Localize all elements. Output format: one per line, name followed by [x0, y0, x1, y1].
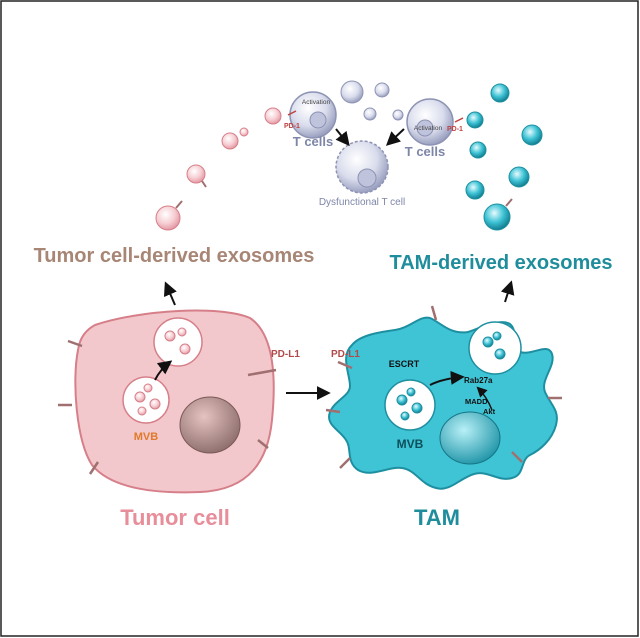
pd-l1-stalk — [88, 461, 100, 475]
pd1-right-label: PD-1 — [447, 126, 463, 133]
tam-exosome — [492, 331, 502, 341]
tumor-exosome — [239, 127, 249, 137]
pd-l1-stalk — [67, 339, 83, 348]
small-t-cell — [392, 109, 404, 121]
pd-l1-stalk — [339, 457, 351, 469]
arrow-rab27a — [429, 370, 465, 386]
pd-l1-stalk — [201, 180, 207, 188]
tumor-exosome — [143, 383, 153, 393]
tumor-exosome — [137, 406, 147, 416]
tam-nucleus — [439, 411, 501, 465]
mvb-tumor-label: MVB — [134, 431, 159, 443]
madd-label: MADD — [465, 397, 488, 406]
tumor-exosome — [134, 391, 146, 403]
tam-cell — [325, 305, 562, 490]
arrow-tam-up — [500, 280, 515, 303]
pd-l1-stalk — [511, 451, 523, 463]
tumor-release-vesicle — [153, 317, 203, 367]
activation-left-label: Activation — [302, 99, 331, 106]
tumor-exosome-trail — [155, 127, 249, 231]
pd1-right-receptor — [454, 117, 464, 123]
pd1-left-receptor — [287, 110, 297, 116]
arrow-to-dysfunctional — [335, 128, 350, 147]
tam-exosome — [411, 402, 423, 414]
akt-label: Akt — [483, 407, 496, 416]
small-t-cell — [340, 80, 364, 104]
tam-exosome — [508, 166, 530, 188]
pd-l1-stalk — [325, 408, 341, 414]
tam-exosomes-title: TAM-derived exosomes — [389, 252, 612, 274]
tam-exosome — [521, 124, 543, 146]
tumor-nucleus — [179, 396, 241, 454]
tumor-exosome — [149, 398, 161, 410]
tumor-exosome — [177, 327, 187, 337]
tam-exosome — [490, 83, 510, 103]
tam-exosome — [482, 336, 494, 348]
pd-l1-stalk — [257, 439, 269, 449]
mvb-tam-label: MVB — [397, 437, 424, 451]
pd-l1-stalk — [247, 368, 277, 377]
tam-exosome — [483, 203, 511, 231]
tumor-cell — [58, 309, 277, 494]
activation-right-label: Activation — [414, 125, 443, 132]
tam-exosome — [494, 348, 506, 360]
pdl1-tumor-label: PD-L1 — [271, 349, 300, 360]
tumor-exosome — [221, 132, 239, 150]
t-cell-group — [264, 80, 484, 194]
tam-release-vesicle — [468, 321, 522, 375]
dysfunctional-label: Dysfunctional T cell — [319, 197, 405, 208]
arrow-to-dysfunctional — [385, 128, 405, 146]
rab27a-label: Rab27a — [464, 376, 493, 385]
arrow-tumor-up — [163, 281, 177, 306]
tumor-mvb — [122, 376, 170, 424]
tumor-exosomes-title: Tumor cell-derived exosomes — [34, 245, 315, 267]
tumor-exosome — [155, 205, 181, 231]
arrow-akt-madd — [476, 386, 493, 411]
pd1-left-label: PD-1 — [284, 123, 300, 130]
tam-exosome — [406, 387, 416, 397]
tam-exosome — [396, 394, 408, 406]
tam-title: TAM — [414, 505, 460, 530]
t-cell-left-nucleus — [309, 111, 327, 129]
t-cell-right-nucleus — [416, 119, 434, 137]
t-cells-right-label: T cells — [405, 144, 445, 159]
t-cells-left-label: T cells — [293, 134, 333, 149]
tam-exosome-trail — [465, 83, 543, 231]
pdl1-tam-label: PD-L1 — [331, 349, 360, 360]
pd-l1-stalk — [337, 360, 353, 370]
tumor-exosome — [264, 107, 282, 125]
tumor-exosome — [186, 164, 206, 184]
tam-mvb — [384, 379, 436, 431]
dysfunctional-nucleus — [357, 168, 377, 188]
tam-exosome — [466, 111, 484, 129]
escrt-label: ESCRT — [389, 359, 420, 369]
pd-l1-stalk — [175, 200, 183, 209]
pd-l1-stalk — [505, 198, 513, 207]
arrow-mvb-release — [154, 360, 173, 381]
tumor-exosome — [164, 330, 176, 342]
tumor-cell-title: Tumor cell — [120, 505, 230, 530]
tam-exosome — [469, 141, 487, 159]
tam-exosome — [400, 411, 410, 421]
pd-l1-stalk — [430, 305, 438, 321]
small-t-cell — [374, 82, 390, 98]
tumor-exosome — [179, 343, 191, 355]
tam-exosome — [465, 180, 485, 200]
small-t-cell — [363, 107, 377, 121]
